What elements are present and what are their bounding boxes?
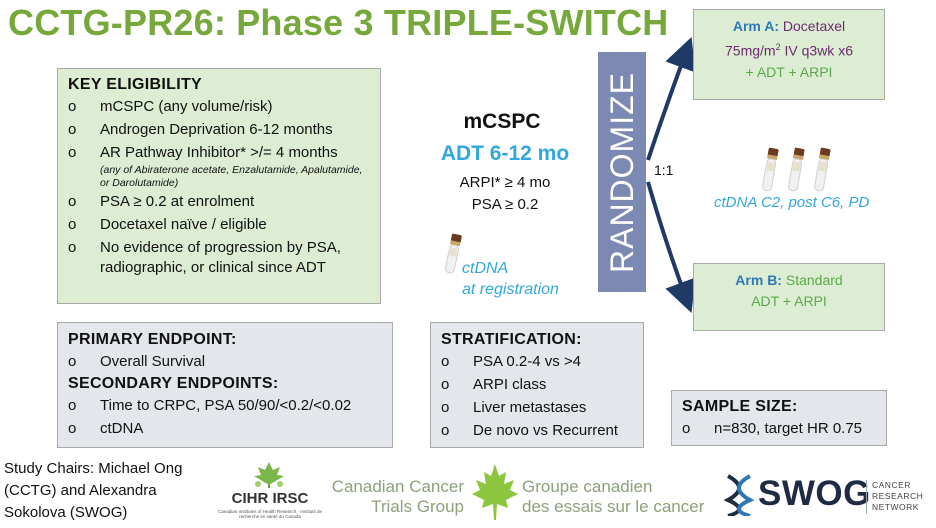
arm-a-arrow-icon xyxy=(646,36,696,161)
arm-a-box: Arm A: Docetaxel 75mg/m2 IV q3wk x6 + AD… xyxy=(693,9,885,100)
swog-tagline: CANCER RESEARCH NETWORK xyxy=(872,480,924,512)
arm-b-box: Arm B: Standard ADT + ARPI xyxy=(693,263,885,331)
sample-size-heading: SAMPLE SIZE: xyxy=(682,398,798,415)
blood-tube-icon xyxy=(444,233,462,274)
randomization-arrows xyxy=(646,36,696,314)
dna-helix-logo-icon xyxy=(723,474,755,516)
cihr-subtitle: Canadian Institutes of Health Research ·… xyxy=(217,509,323,519)
allocation-ratio: 1:1 xyxy=(654,162,674,178)
stratification-heading: STRATIFICATION: xyxy=(441,331,582,348)
arm-b-header: Arm B: Standard xyxy=(735,272,843,288)
randomize-label-wrap: RANDOMIZE xyxy=(598,52,646,292)
arpi-note: (any of Abiraterone acetate, Enzalutamid… xyxy=(100,164,363,189)
population-label: mCSPC xyxy=(463,110,541,133)
primary-endpoint-heading: PRIMARY ENDPOINT: xyxy=(68,331,237,348)
arm-a-addon: + ADT + ARPI xyxy=(745,63,833,80)
eligibility-heading: KEY ELIGIBILITY xyxy=(68,76,202,93)
cctg-name-fr: Groupe canadien des essais sur le cancer xyxy=(522,477,705,516)
maple-leaf-logo-icon xyxy=(472,464,518,520)
study-chairs: Study Chairs: Michael Ong (CCTG) and Ale… xyxy=(4,460,183,521)
arm-b-therapy: ADT + ARPI xyxy=(751,293,827,309)
slide-title: CCTG-PR26: Phase 3 TRIPLE-SWITCH xyxy=(8,2,669,43)
blood-tubes-icon xyxy=(762,147,831,192)
cihr-name: CIHR IRSC xyxy=(231,490,309,507)
ctdna-registration: ctDNA at registration xyxy=(462,260,559,298)
swog-logo-text: SWOG xyxy=(758,474,871,513)
secondary-endpoint-heading: SECONDARY ENDPOINTS: xyxy=(68,375,279,392)
arm-b-arrow-icon xyxy=(646,181,696,314)
arm-a-header: Arm A: Docetaxel xyxy=(732,18,846,34)
adt-duration: ADT 6-12 mo xyxy=(440,142,570,165)
cihr-leaf-logo-icon xyxy=(254,462,284,488)
randomize-bar xyxy=(598,52,646,292)
cctg-name-en: Canadian Cancer Trials Group xyxy=(331,477,464,516)
ctdna-timepoints: ctDNA C2, post C6, PD xyxy=(714,194,870,211)
arm-a-dose: 75mg/m2 IV q3wk x6 xyxy=(725,42,853,59)
randomize-label: RANDOMIZE xyxy=(603,71,640,273)
arpi-criterion: ARPI* ≥ 4 mo xyxy=(459,174,551,191)
swog-divider xyxy=(866,480,867,514)
psa-criterion: PSA ≥ 0.2 xyxy=(471,196,539,213)
